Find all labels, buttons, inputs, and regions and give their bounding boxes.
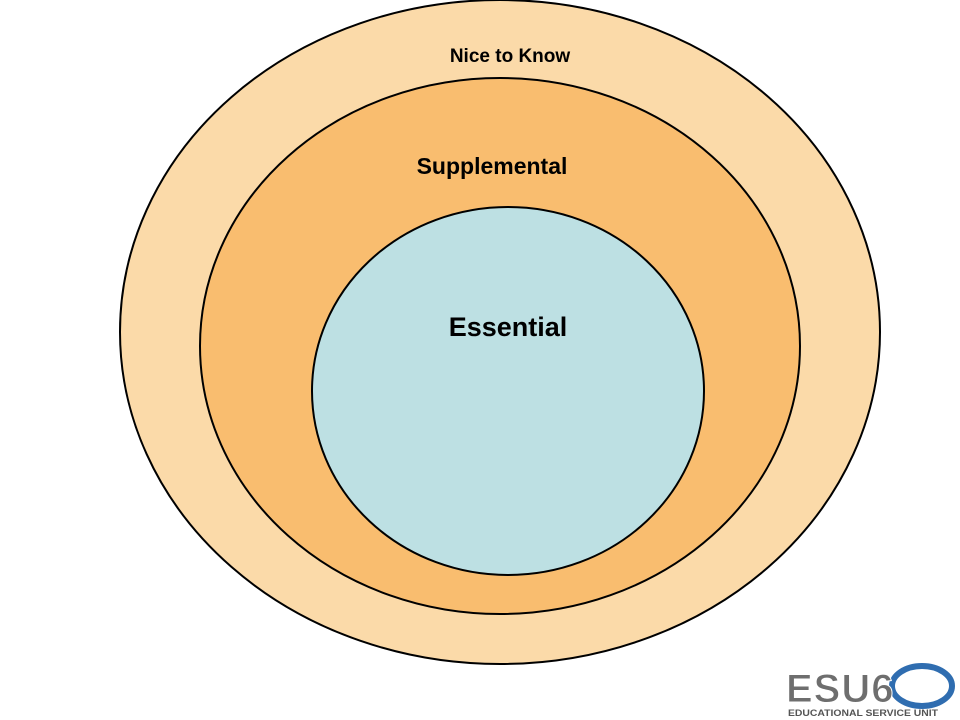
- logo-swoosh-icon: [889, 663, 955, 709]
- logo-subtitle: EDUCATIONAL SERVICE UNIT: [788, 708, 939, 718]
- label-supplemental: Supplemental: [417, 153, 568, 179]
- label-essential: Essential: [449, 312, 568, 342]
- ring-essential: [311, 206, 705, 576]
- label-nice-to-know: Nice to Know: [450, 46, 571, 67]
- esu6-logo: ESU6 EDUCATIONAL SERVICE UNIT: [786, 663, 955, 718]
- logo-wordmark: ESU6: [786, 667, 895, 711]
